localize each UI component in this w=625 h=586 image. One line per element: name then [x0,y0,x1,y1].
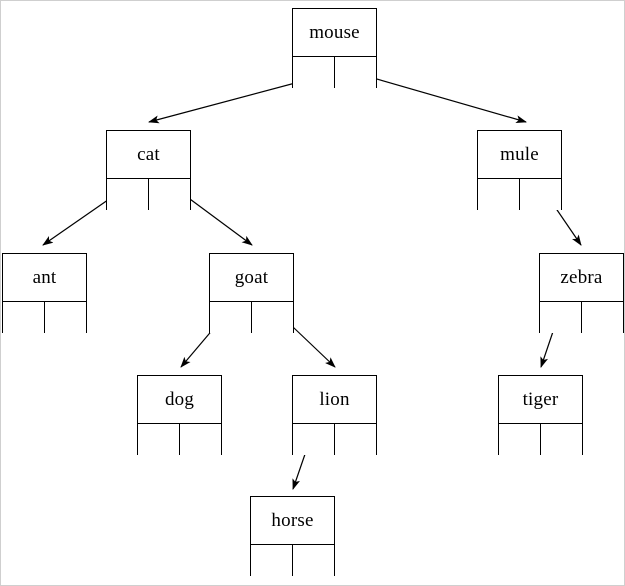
left-pointer-cell[interactable] [3,302,45,333]
node-pointer-row [210,302,293,333]
tree-node-mule[interactable]: mule [477,130,562,210]
right-pointer-cell[interactable] [582,302,624,333]
tree-node-mouse[interactable]: mouse [292,8,377,88]
tree-node-horse[interactable]: horse [250,496,335,576]
node-label-cell: dog [138,376,221,424]
left-pointer-cell[interactable] [138,424,180,455]
node-label-cell: mule [478,131,561,179]
right-pointer-cell[interactable] [335,57,377,88]
left-pointer-cell[interactable] [107,179,149,210]
node-label: tiger [522,389,559,410]
node-label: cat [137,144,160,165]
node-pointer-row [499,424,582,455]
node-label-cell: goat [210,254,293,302]
node-label: zebra [560,267,603,288]
tree-node-cat[interactable]: cat [106,130,191,210]
left-pointer-cell[interactable] [293,57,335,88]
left-pointer-cell[interactable] [293,424,335,455]
node-label: mouse [309,22,360,43]
tree-node-tiger[interactable]: tiger [498,375,583,455]
node-pointer-row [107,179,190,210]
node-label-cell: lion [293,376,376,424]
node-pointer-row [293,57,376,88]
node-label: lion [319,389,350,410]
node-pointer-row [251,545,334,576]
left-pointer-cell[interactable] [210,302,252,333]
node-label-cell: cat [107,131,190,179]
right-pointer-cell[interactable] [335,424,377,455]
node-label: mule [500,144,539,165]
node-pointer-row [540,302,623,333]
node-label-cell: horse [251,497,334,545]
right-pointer-cell[interactable] [252,302,294,333]
left-pointer-cell[interactable] [540,302,582,333]
node-label: horse [271,510,314,531]
right-pointer-cell[interactable] [180,424,222,455]
left-pointer-cell[interactable] [251,545,293,576]
node-label-cell: ant [3,254,86,302]
left-pointer-cell[interactable] [478,179,520,210]
node-pointer-row [478,179,561,210]
node-pointer-row [293,424,376,455]
node-label-cell: mouse [293,9,376,57]
right-pointer-cell[interactable] [541,424,583,455]
tree-node-dog[interactable]: dog [137,375,222,455]
right-pointer-cell[interactable] [520,179,562,210]
left-pointer-cell[interactable] [499,424,541,455]
node-pointer-row [3,302,86,333]
right-pointer-cell[interactable] [45,302,87,333]
tree-node-ant[interactable]: ant [2,253,87,333]
right-pointer-cell[interactable] [293,545,335,576]
right-pointer-cell[interactable] [149,179,191,210]
node-label: ant [32,267,57,288]
node-label-cell: zebra [540,254,623,302]
node-label-cell: tiger [499,376,582,424]
node-pointer-row [138,424,221,455]
tree-node-lion[interactable]: lion [292,375,377,455]
node-label: dog [164,389,195,410]
tree-node-zebra[interactable]: zebra [539,253,624,333]
tree-node-goat[interactable]: goat [209,253,294,333]
node-label: goat [234,267,269,288]
